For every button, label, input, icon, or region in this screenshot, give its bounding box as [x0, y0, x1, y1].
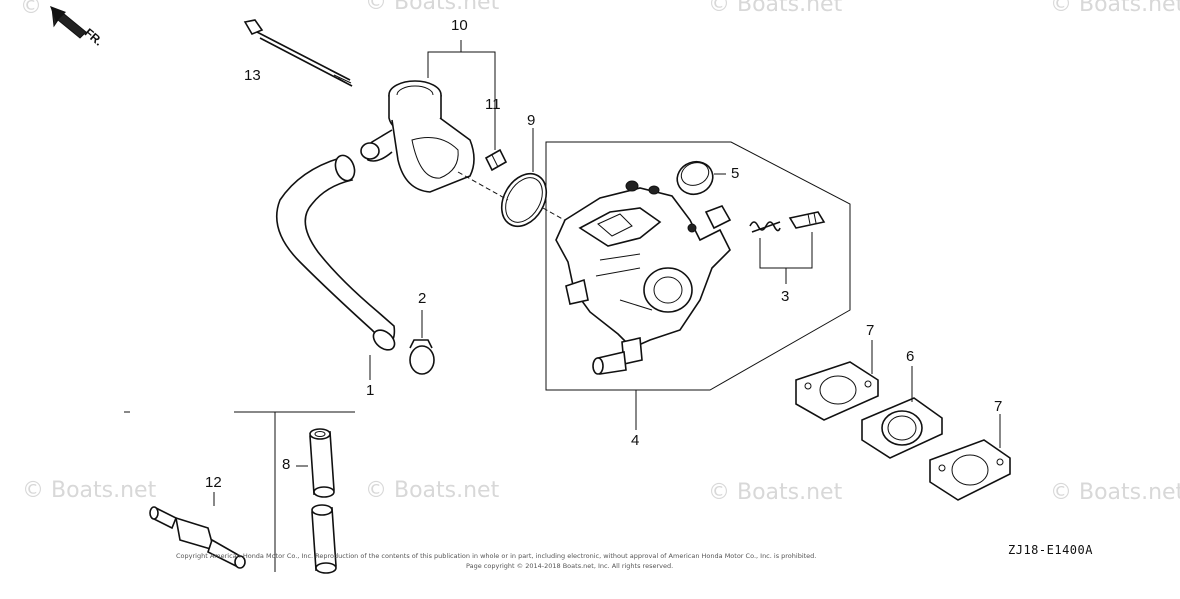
watermark: © Boats.net	[1050, 0, 1180, 17]
watermark-icon: ©	[20, 0, 42, 19]
callout-9[interactable]: 9	[527, 112, 536, 129]
watermark: © Boats.net	[365, 0, 500, 15]
o-ring-9	[500, 172, 548, 228]
gasket-7-lower	[929, 439, 1011, 501]
watermark: © Boats.net	[1050, 480, 1180, 505]
clamp-2	[409, 339, 435, 375]
watermark: © Boats.net	[708, 0, 843, 17]
callout-4[interactable]: 4	[631, 432, 640, 449]
plug-11	[484, 148, 508, 172]
hose-8-lower	[311, 504, 337, 574]
bolt-13	[243, 19, 353, 87]
callout-11[interactable]: 11	[485, 96, 501, 113]
watermark: © Boats.net	[708, 480, 843, 505]
copyright-line-1: Copyright American Honda Motor Co., Inc.…	[176, 552, 817, 560]
fitting-12	[149, 506, 246, 569]
callout-2[interactable]: 2	[418, 290, 427, 307]
assembly-box-4	[545, 141, 851, 391]
watermark: © Boats.net	[365, 478, 500, 503]
callout-13[interactable]: 13	[244, 67, 261, 84]
copyright-line-2: Page copyright © 2014-2018 Boats.net, In…	[466, 562, 674, 570]
insulator-6	[861, 397, 943, 459]
callout-5[interactable]: 5	[731, 165, 740, 182]
bracket-3	[759, 232, 813, 269]
callout-7-lower[interactable]: 7	[994, 398, 1003, 415]
carburetor-4	[555, 180, 732, 375]
callout-10[interactable]: 10	[451, 17, 468, 34]
callout-7-upper[interactable]: 7	[866, 322, 875, 339]
callout-12[interactable]: 12	[205, 474, 222, 491]
gasket-7-upper	[795, 361, 879, 421]
watermark: © Boats.net	[22, 478, 157, 503]
housing-10	[360, 80, 475, 193]
callout-1[interactable]: 1	[366, 382, 375, 399]
front-arrow-icon	[50, 6, 87, 39]
callout-8[interactable]: 8	[282, 456, 291, 473]
screw-set-3	[749, 211, 826, 233]
hose-1	[276, 154, 396, 351]
cap-5	[676, 160, 726, 196]
diagram-code: ZJ18-E1400A	[1008, 543, 1093, 557]
callout-6[interactable]: 6	[906, 348, 915, 365]
callout-3[interactable]: 3	[781, 288, 790, 305]
hose-8-upper	[309, 428, 335, 498]
